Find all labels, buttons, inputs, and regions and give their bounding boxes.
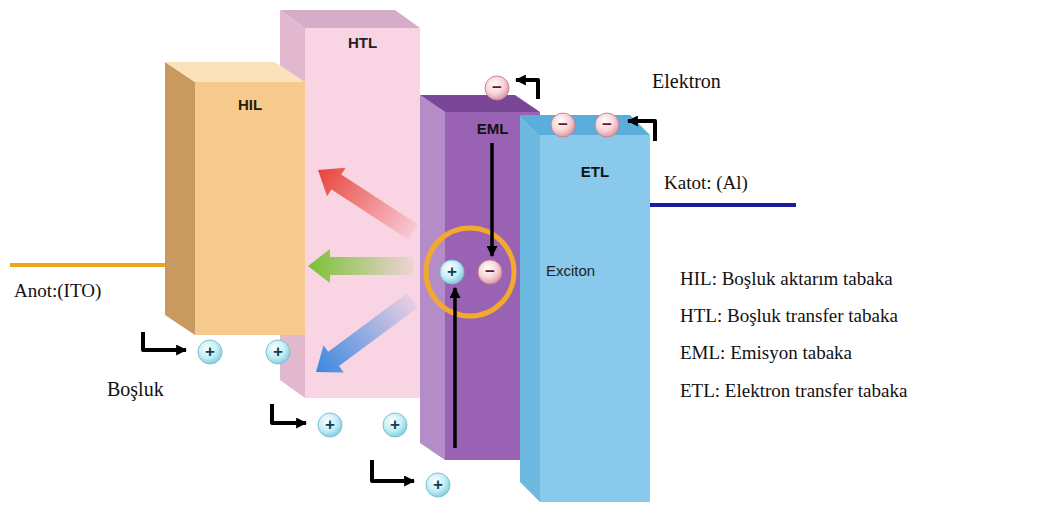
- carrier-arrow: [453, 288, 457, 448]
- light-emission-arrow: [316, 293, 418, 373]
- exciton-ring-outline: [426, 228, 514, 316]
- light-emission-arrow: [308, 249, 413, 283]
- charge-disc: [426, 473, 450, 497]
- charge-disc: [595, 113, 619, 137]
- layer-slab: HIL: [165, 62, 305, 335]
- injection-arrow: [143, 332, 186, 350]
- slab-top: [165, 62, 305, 82]
- hole-sign: +: [425, 472, 451, 498]
- hole-sign: +: [265, 339, 291, 365]
- exciton-node: Exciton+−: [420, 222, 520, 322]
- slab-top: [520, 115, 650, 135]
- part-label: Boşluk: [107, 378, 164, 401]
- hole-node: +: [265, 339, 291, 365]
- light-emission-arrow: [318, 168, 418, 240]
- electron-node: −: [550, 112, 576, 138]
- legend-note: HTL: Boşluk transfer tabaka: [680, 305, 898, 327]
- hole-sign: +: [317, 412, 343, 438]
- hole-node: +: [317, 412, 343, 438]
- hole-sign: +: [382, 412, 408, 438]
- cathode-wire: [644, 203, 796, 207]
- electron-sign: −: [484, 75, 510, 101]
- electron-node: −: [484, 75, 510, 101]
- injection-arrow: [272, 404, 306, 423]
- hole-sign: +: [439, 259, 465, 285]
- part-label: Elektron: [652, 70, 721, 93]
- injection-arrow: [372, 460, 414, 481]
- hole-node: +: [425, 472, 451, 498]
- slab-side: [520, 115, 540, 502]
- legend-note: HIL: Boşluk aktarım tabaka: [680, 268, 893, 290]
- slab-front: [540, 135, 650, 502]
- hole-sign: +: [197, 339, 223, 365]
- charge-disc: [266, 340, 290, 364]
- part-label: Katot: (Al): [664, 172, 748, 194]
- layer-label: EML: [445, 120, 540, 137]
- electron-node: −: [594, 112, 620, 138]
- charge-disc: [485, 76, 509, 100]
- electron-sign: −: [594, 112, 620, 138]
- slab-side: [165, 62, 195, 335]
- slab-top: [280, 10, 420, 28]
- slab-front: [305, 28, 420, 398]
- electron-sign: −: [550, 112, 576, 138]
- carrier-arrow: [490, 143, 494, 256]
- hole-node: +: [439, 259, 465, 285]
- anode-wire: [10, 263, 190, 267]
- layer-label: HIL: [195, 96, 305, 113]
- legend-note: ETL: Elektron transfer tabaka: [680, 380, 907, 402]
- part-label: Anot:(ITO): [14, 280, 101, 302]
- legend-note: EML: Emisyon tabaka: [680, 342, 852, 364]
- electron-node: −: [477, 259, 503, 285]
- hole-node: +: [197, 339, 223, 365]
- injection-arrow: [628, 121, 655, 141]
- charge-disc: [478, 260, 502, 284]
- charge-disc: [198, 340, 222, 364]
- exciton-label: Exciton: [546, 262, 595, 279]
- exciton-ring: [420, 222, 520, 322]
- slab-top: [420, 95, 540, 112]
- layer-slab: [165, 62, 305, 335]
- charge-disc: [383, 413, 407, 437]
- charge-disc: [551, 113, 575, 137]
- charge-disc: [440, 260, 464, 284]
- layer-label: HTL: [305, 34, 420, 51]
- injection-arrow: [516, 80, 538, 99]
- layer-label: ETL: [540, 163, 650, 180]
- hole-node: +: [382, 412, 408, 438]
- layer-slab: ETL: [520, 115, 650, 502]
- slab-front: [195, 82, 305, 335]
- electron-sign: −: [477, 259, 503, 285]
- charge-disc: [318, 413, 342, 437]
